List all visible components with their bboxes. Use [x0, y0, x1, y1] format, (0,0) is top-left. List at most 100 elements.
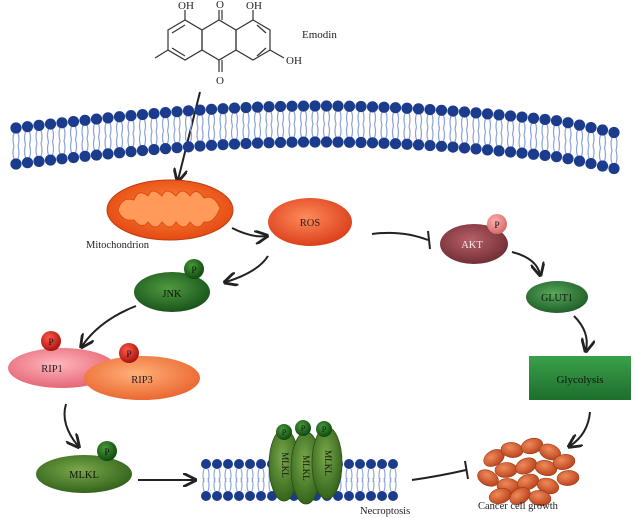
lipid-head	[388, 459, 398, 469]
arrow-rip-to-mlkl	[63, 403, 79, 446]
lipid-tail	[345, 124, 349, 138]
lipid-head	[263, 101, 275, 113]
lipid-tail	[69, 139, 73, 153]
mlkl-pore-label: MLKL	[301, 455, 311, 481]
lipid-tail	[229, 477, 232, 492]
arrow-mitochondrion-to-ros	[231, 227, 266, 236]
lipid-head	[21, 121, 34, 133]
lipid-head	[470, 143, 482, 155]
lipid-tail	[311, 110, 314, 125]
lipid-tail	[587, 145, 590, 159]
lipid-tail	[368, 111, 372, 126]
lipid-tail	[511, 120, 515, 135]
phospho-badge	[119, 343, 139, 363]
lipid-tail	[246, 477, 249, 492]
lipid-head	[102, 148, 114, 160]
lipid-head	[67, 151, 80, 164]
lipid-tail	[350, 477, 353, 492]
lipid-head	[527, 112, 540, 124]
lipid-head	[223, 459, 233, 469]
lipid-head	[148, 143, 160, 156]
lipid-tail	[414, 126, 418, 141]
cancer-cell	[515, 457, 537, 475]
lipid-head	[234, 459, 244, 469]
lipid-tail	[552, 138, 556, 152]
lipid-head	[56, 153, 68, 165]
lipid-head	[493, 145, 505, 157]
mlkl-pore-label: MLKL	[280, 452, 290, 478]
lipid-tail	[196, 127, 199, 142]
lipid-head	[539, 113, 551, 126]
lipid-head	[217, 139, 229, 151]
lipid-head	[212, 459, 222, 469]
lipid-tail	[28, 144, 32, 158]
lipid-head	[286, 136, 298, 148]
lipid-tail	[265, 111, 268, 125]
ros-node	[268, 198, 352, 246]
arrow-akt-to-glut1	[511, 251, 540, 274]
lipid-tail	[350, 111, 354, 125]
ros-label: ROS	[300, 218, 321, 229]
lipid-head	[102, 112, 114, 124]
lipid-tail	[202, 477, 205, 492]
lipid-tail	[385, 125, 388, 139]
lipid-head	[67, 115, 80, 128]
lipid-tail	[426, 114, 429, 128]
lipid-tail	[115, 121, 119, 135]
lipid-tail	[270, 111, 273, 125]
phospho-badge	[184, 259, 204, 279]
lipid-tail	[97, 123, 101, 138]
lipid-tail	[178, 129, 181, 143]
lipid-head	[447, 105, 459, 117]
lipid-tail	[362, 124, 365, 138]
lipid-head	[274, 136, 287, 149]
lipid-head	[159, 107, 172, 119]
lipid-tail	[17, 145, 20, 160]
lipid-tail	[569, 127, 572, 141]
lipid-head	[263, 137, 275, 149]
lipid-tail	[495, 119, 498, 134]
carbonyl-oxygen-label: O	[216, 0, 224, 11]
lipid-tail	[115, 134, 119, 148]
lipid-tail	[63, 140, 66, 154]
lipid-tail	[104, 122, 107, 137]
lipid-tail	[281, 111, 285, 125]
lipid-tail	[345, 111, 349, 125]
lipid-tail	[288, 124, 291, 138]
lipid-head	[389, 138, 402, 150]
emodin-molecule	[154, 10, 285, 72]
lipid-head	[240, 137, 252, 150]
lipid-head	[343, 100, 356, 112]
lipid-head	[355, 491, 365, 501]
phospho-badge	[97, 441, 117, 461]
lipid-tail	[449, 115, 452, 130]
lipid-tail	[81, 138, 84, 152]
lipid-tail	[511, 133, 515, 148]
lipid-tail	[212, 114, 216, 128]
inhibition-necroptosis-to-growth	[411, 460, 469, 481]
lipid-tail	[166, 130, 170, 144]
lipid-head	[388, 491, 398, 501]
lipid-tail	[173, 116, 176, 130]
lipid-tail	[58, 140, 61, 154]
lipid-tail	[557, 138, 561, 152]
lipid-head	[320, 136, 333, 148]
lipid-tail	[293, 111, 296, 125]
lipid-tail	[224, 477, 227, 492]
lipid-tail	[391, 125, 395, 139]
lipid-head	[309, 100, 321, 112]
lipid-head	[366, 459, 376, 469]
lipid-tail	[201, 127, 204, 142]
lipid-head	[234, 491, 244, 501]
phospho-label: P	[191, 266, 196, 276]
lipid-tail	[251, 477, 254, 492]
lipid-tail	[403, 113, 406, 127]
lipid-head	[251, 101, 264, 113]
lipid-tail	[454, 115, 457, 130]
lipid-tail	[431, 114, 434, 128]
lipid-head	[228, 102, 241, 114]
lipid-tail	[396, 125, 400, 139]
lipid-tail	[109, 135, 112, 150]
lipid-tail	[51, 141, 55, 156]
jnk-label: JNK	[162, 289, 182, 300]
